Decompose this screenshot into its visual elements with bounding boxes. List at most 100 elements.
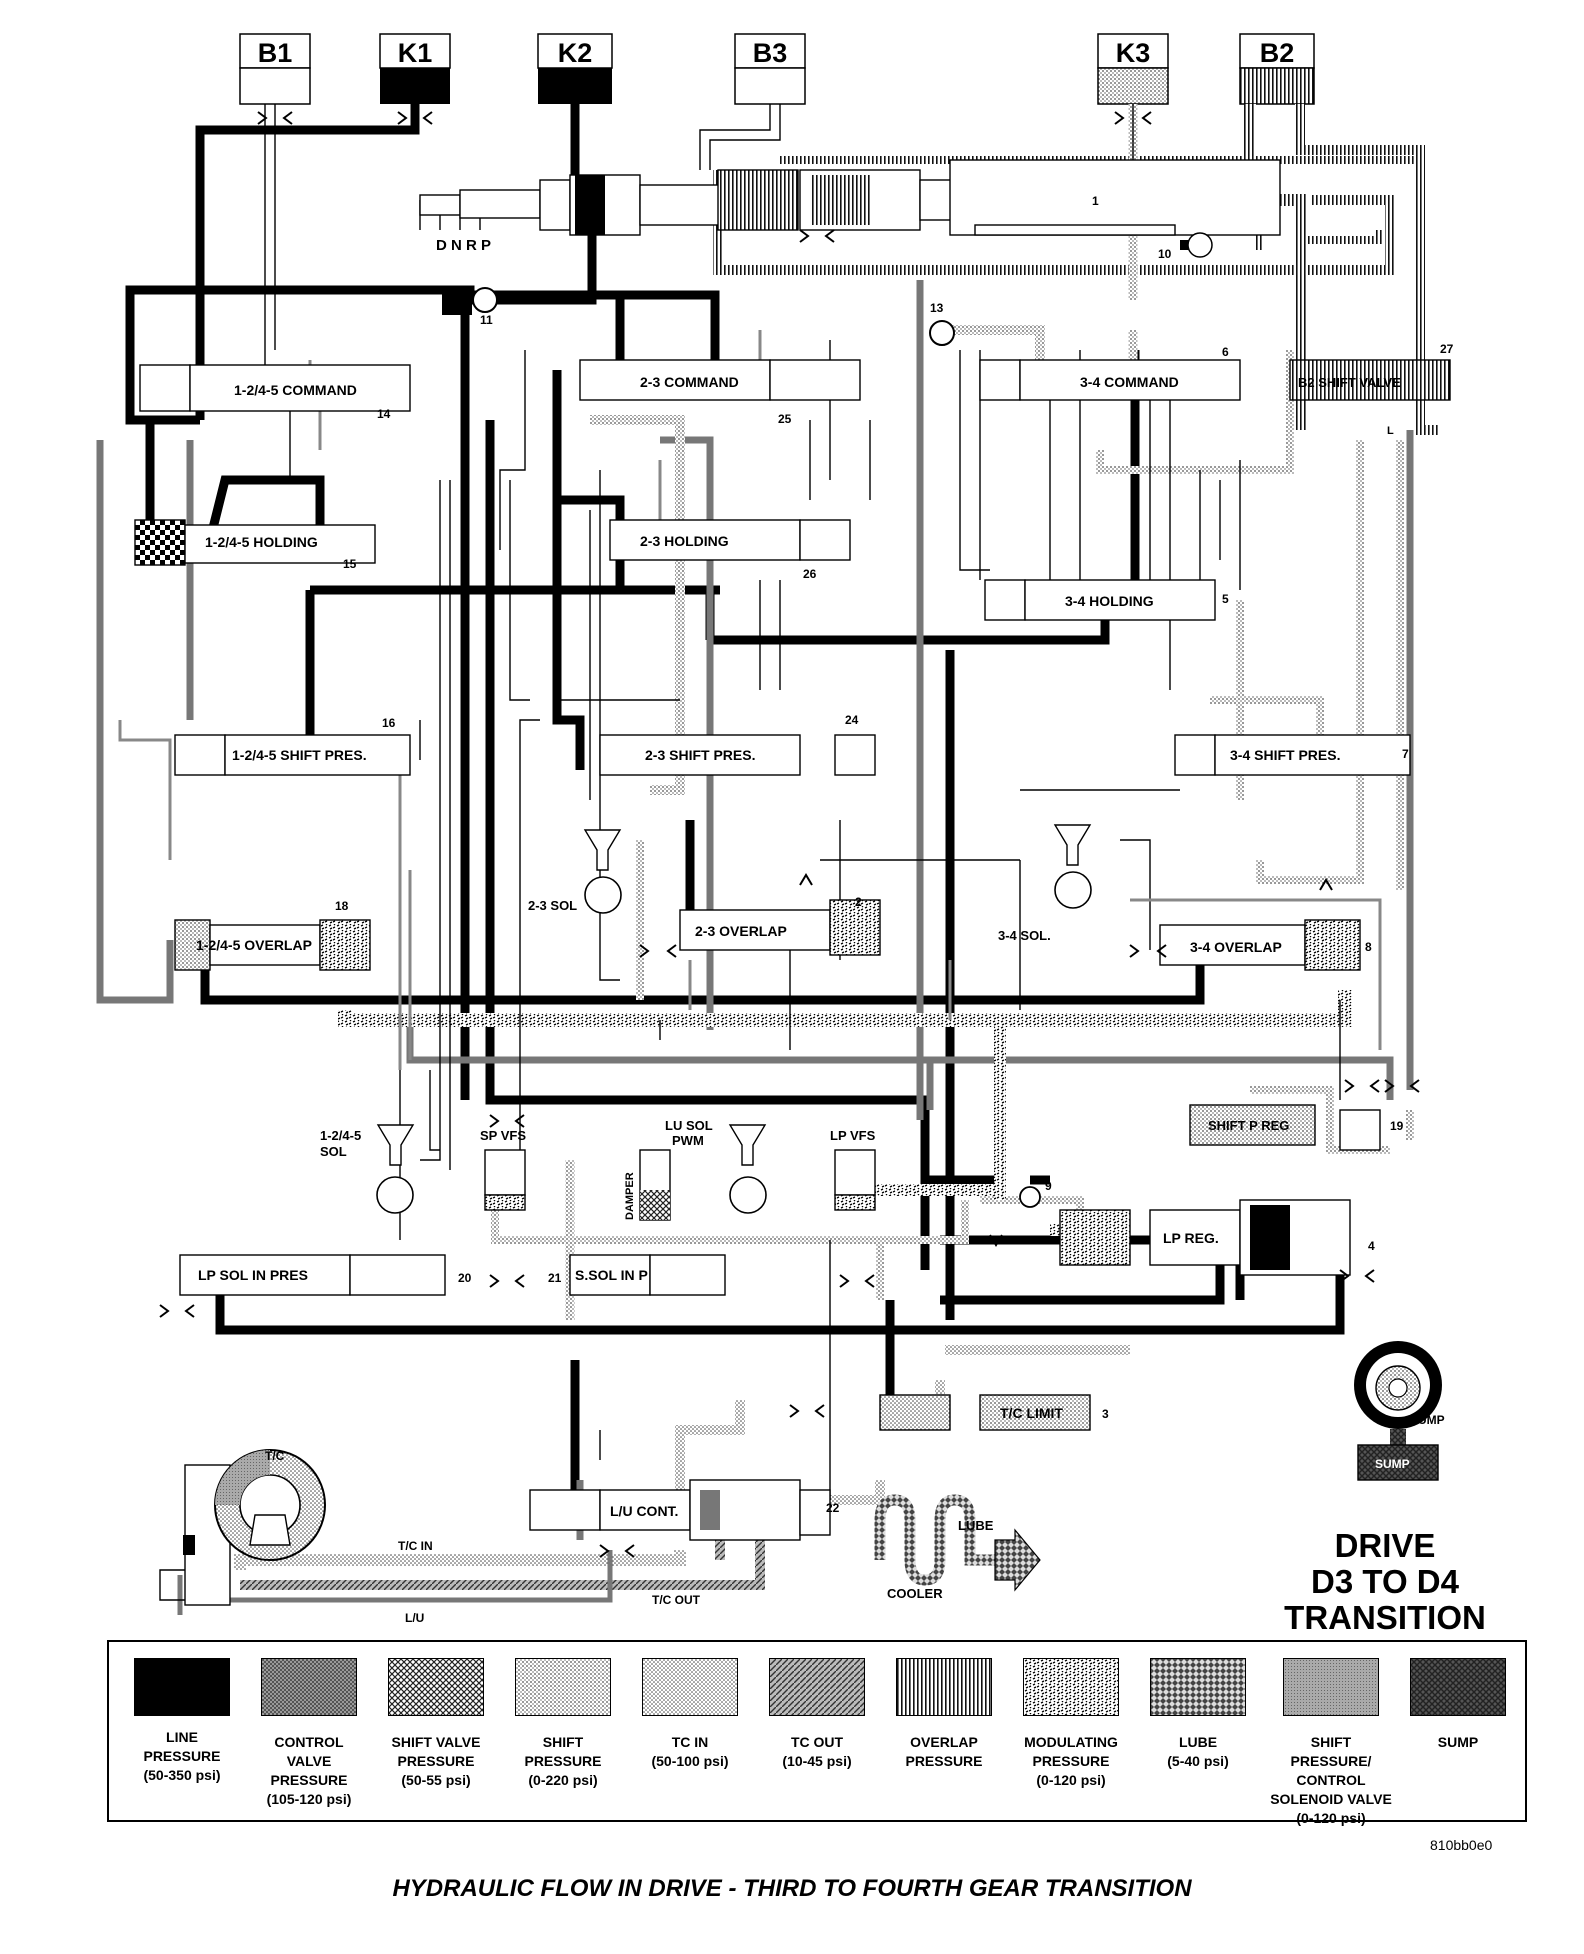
- legend-label: TC OUT: [790, 1734, 844, 1750]
- lpsol-plug: [349, 1254, 446, 1296]
- legend-range: (50-55 psi): [401, 1772, 471, 1788]
- legend-label: SUMP: [1437, 1734, 1479, 1750]
- ssol-body: [569, 1254, 651, 1296]
- ov-34-body: [1159, 924, 1306, 966]
- cmd-23-body: [579, 359, 771, 401]
- label-ov-34: 3-4 OVERLAP: [1190, 939, 1282, 955]
- svg-text:26: 26: [803, 567, 817, 581]
- hold-1245-plug: [134, 519, 186, 566]
- cmd-1245-plug: [139, 364, 191, 412]
- legend-label: SHIFT PRESSURE: [524, 1734, 602, 1769]
- solenoid-1245: [376, 1124, 415, 1214]
- clutch-k2-label: K2: [558, 38, 593, 68]
- legend-item-shift: SHIFT PRESSURE (0-220 psi): [504, 1658, 622, 1790]
- label-cmd-1245: 1-2/4-5 COMMAND: [234, 382, 357, 398]
- legend-range: (50-350 psi): [143, 1767, 221, 1783]
- spvfs: [484, 1149, 526, 1211]
- hold-34-body: [1024, 579, 1216, 621]
- label-lpvfs: LP VFS: [830, 1128, 876, 1143]
- label-sp-34: 3-4 SHIFT PRES.: [1230, 747, 1340, 763]
- svg-text:14: 14: [377, 407, 391, 421]
- solenoid-23: [583, 829, 622, 914]
- valve-1-bore: [949, 159, 1281, 258]
- legend-range: (5-40 psi): [1167, 1753, 1229, 1769]
- svg-text:2: 2: [855, 895, 862, 909]
- label-damper: DAMPER: [624, 1172, 636, 1220]
- legend-swatch: [1410, 1658, 1507, 1717]
- label-lucont: L/U CONT.: [610, 1503, 678, 1519]
- lpvfs: [834, 1149, 876, 1211]
- legend-swatch: [642, 1658, 739, 1717]
- label-sump: SUMP: [1375, 1457, 1410, 1471]
- legend-swatch: [134, 1658, 230, 1716]
- legend-swatch: [261, 1658, 358, 1717]
- title-line-1: DRIVE: [1334, 1527, 1436, 1564]
- label-ov-1245: 1-2/4-5 OVERLAP: [196, 937, 312, 953]
- legend-range: (105-120 psi): [266, 1791, 352, 1807]
- ov-23-spring: [829, 899, 881, 956]
- legend-label: TC IN: [671, 1734, 709, 1750]
- legend-range: (10-45 psi): [782, 1753, 852, 1769]
- legend-item-shiftcsv: SHIFT PRESSURE/ CONTROL SOLENOID VALVE (…: [1266, 1658, 1396, 1828]
- legend-item-tcout: TC OUT (10-45 psi): [758, 1658, 876, 1771]
- sp-23-plug: [834, 734, 876, 776]
- legend-swatch: [769, 1658, 866, 1717]
- svg-text:19: 19: [1390, 1119, 1404, 1133]
- legend-swatch: [1023, 1658, 1120, 1717]
- svg-text:11: 11: [480, 313, 493, 327]
- legend-range: (0-120 psi): [1296, 1810, 1366, 1826]
- tclimit-body: [879, 1394, 951, 1431]
- legend-item-control: CONTROL VALVE PRESSURE (105-120 psi): [250, 1658, 368, 1809]
- legend-label: OVERLAP PRESSURE: [905, 1734, 983, 1769]
- orifice-markers: [159, 111, 1420, 1558]
- legend-item-modulating: MODULATING PRESSURE (0-120 psi): [1012, 1658, 1130, 1790]
- legend-range: (0-120 psi): [1036, 1772, 1106, 1788]
- svg-text:20: 20: [458, 1271, 472, 1285]
- clutch-k2: [537, 33, 613, 104]
- clutch-k1: [379, 33, 451, 104]
- lpreg-body: [1149, 1209, 1241, 1266]
- legend-label: SHIFT VALVE PRESSURE: [391, 1734, 481, 1769]
- label-tc-out: T/C OUT: [652, 1593, 701, 1607]
- label-sol-23: 2-3 SOL: [528, 898, 577, 913]
- sump-box: [1357, 1444, 1439, 1481]
- clutch-b3-label: B3: [753, 38, 788, 68]
- cmd-34-body: [1019, 359, 1241, 401]
- label-lpreg: LP REG.: [1163, 1230, 1219, 1246]
- legend-swatch: [1283, 1658, 1380, 1717]
- svg-text:27: 27: [1440, 342, 1454, 356]
- legend-swatch: [1150, 1658, 1247, 1717]
- svg-text:10: 10: [1158, 247, 1172, 261]
- ov-23-body: [679, 909, 831, 951]
- cmd-23-plug: [769, 359, 861, 401]
- ov-1245-plug: [174, 919, 211, 971]
- svg-text:22: 22: [826, 1501, 840, 1515]
- legend-swatch: [515, 1658, 612, 1717]
- clutch-b3: [734, 33, 806, 105]
- label-sol-1245-a: 1-2/4-5: [320, 1128, 361, 1143]
- label-lube: LUBE: [958, 1518, 994, 1533]
- solenoid-lu: [728, 1124, 767, 1214]
- legend-item-line: LINE PRESSURE (50-350 psi): [123, 1658, 241, 1785]
- labels: D N R P 1-2/4-5 COMMAND 2-3 COMMAND 3-4 …: [196, 194, 1454, 1625]
- svg-text:8: 8: [1365, 940, 1372, 954]
- valves: [134, 159, 1451, 1606]
- label-ov-23: 2-3 OVERLAP: [695, 923, 787, 939]
- damper: [639, 1149, 671, 1221]
- tc-passages: [177, 1345, 1130, 1615]
- b2-shift-body: [1289, 359, 1451, 401]
- legend-swatch: [896, 1658, 993, 1717]
- legend-label: CONTROL VALVE PRESSURE: [270, 1734, 348, 1788]
- label-spvfs: SP VFS: [480, 1128, 526, 1143]
- label-l: L: [1387, 425, 1394, 437]
- sp-1245-plug: [174, 734, 226, 776]
- clutch-k3-label: K3: [1116, 38, 1151, 68]
- svg-text:21: 21: [548, 1271, 562, 1285]
- solenoid-34: [1053, 824, 1092, 909]
- cmd-1245-body: [189, 364, 411, 412]
- label-tc: T/C: [265, 1449, 285, 1463]
- svg-text:25: 25: [778, 412, 792, 426]
- legend-label: SHIFT PRESSURE/ CONTROL SOLENOID VALVE: [1270, 1734, 1392, 1807]
- clutch-b1-label: B1: [258, 38, 293, 68]
- check-ball-9: [1019, 1186, 1041, 1208]
